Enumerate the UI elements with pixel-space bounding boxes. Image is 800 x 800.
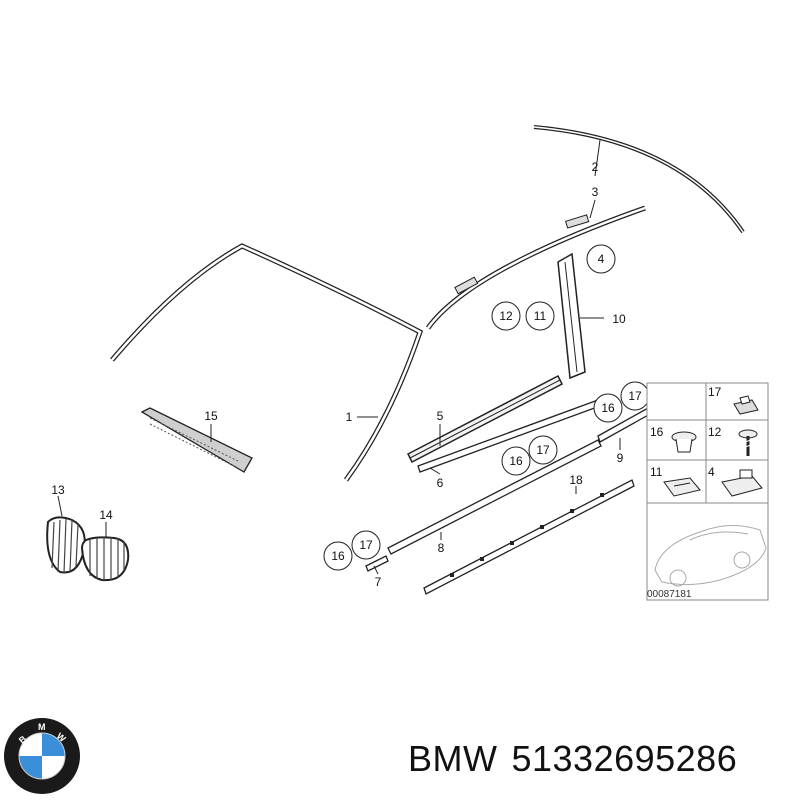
grommet-16-icon [671, 431, 697, 453]
callout-14: 14 [99, 508, 113, 522]
callout-circles [323, 244, 650, 571]
callout-8: 8 [438, 541, 445, 555]
part-14-grille-right [80, 536, 130, 582]
inset-parts-table: 17 16 12 11 4 [646, 382, 769, 601]
callout-4-circled: 4 [598, 252, 605, 266]
callout-6: 6 [437, 476, 444, 490]
callout-15: 15 [204, 409, 218, 423]
callout-18: 18 [569, 473, 583, 487]
callout-17-circled-c: 17 [359, 538, 373, 552]
callout-17-circled-b: 17 [536, 443, 550, 457]
callout-11-circled: 11 [534, 309, 547, 323]
part-3-roof-strip [425, 205, 646, 330]
inset-label-12: 12 [708, 425, 722, 439]
callout-labels: 2 3 10 1 5 6 9 8 7 18 15 13 14 [51, 160, 626, 589]
inset-label-11: 11 [650, 465, 663, 479]
callout-5: 5 [437, 409, 444, 423]
callout-9: 9 [617, 451, 624, 465]
part-15-cowl-strip [140, 407, 253, 473]
callout-16-circled-a: 16 [601, 401, 615, 415]
clip-11-icon [663, 477, 701, 497]
leader-lines [57, 139, 621, 575]
inset-label-17: 17 [708, 385, 722, 399]
car-location-icon [654, 525, 767, 587]
inset-image-number: 00087181 [647, 589, 692, 600]
callout-circle-labels: 4 12 11 16 17 16 17 16 17 [331, 252, 642, 563]
callout-3: 3 [592, 185, 599, 199]
part-10-pillar-trim [557, 252, 586, 380]
screw-12-icon [738, 429, 758, 456]
part-number: 51332695286 [511, 738, 738, 779]
part-13-grille-left [46, 516, 86, 574]
callout-2: 2 [592, 160, 599, 174]
clip-17-icon [733, 395, 759, 415]
clip-4-icon [721, 469, 763, 497]
callout-10: 10 [612, 312, 626, 326]
callout-7: 7 [375, 575, 382, 589]
bmw-roundel-icon: B M W [4, 718, 80, 794]
inset-label-16: 16 [650, 425, 664, 439]
part-1-windshield-seal [110, 243, 424, 482]
part-2-roof-moulding [533, 125, 745, 234]
callout-1: 1 [346, 410, 353, 424]
inset-label-4: 4 [708, 465, 715, 479]
svg-text:B: B [17, 733, 29, 745]
part-7-end-piece [365, 555, 389, 572]
brand-name: BMW [408, 738, 498, 779]
part-18-sill-strip [423, 479, 635, 595]
svg-text:M: M [38, 722, 46, 732]
part-number-caption: BMW 51332695286 [408, 738, 751, 780]
part-8-door-moulding [387, 439, 602, 555]
callout-16-circled-b: 16 [509, 454, 523, 468]
callout-17-circled-a: 17 [628, 389, 642, 403]
part-5-window-channel [406, 374, 564, 464]
callout-16-circled-c: 16 [331, 549, 345, 563]
callout-13: 13 [51, 483, 65, 497]
callout-12-circled: 12 [499, 309, 513, 323]
